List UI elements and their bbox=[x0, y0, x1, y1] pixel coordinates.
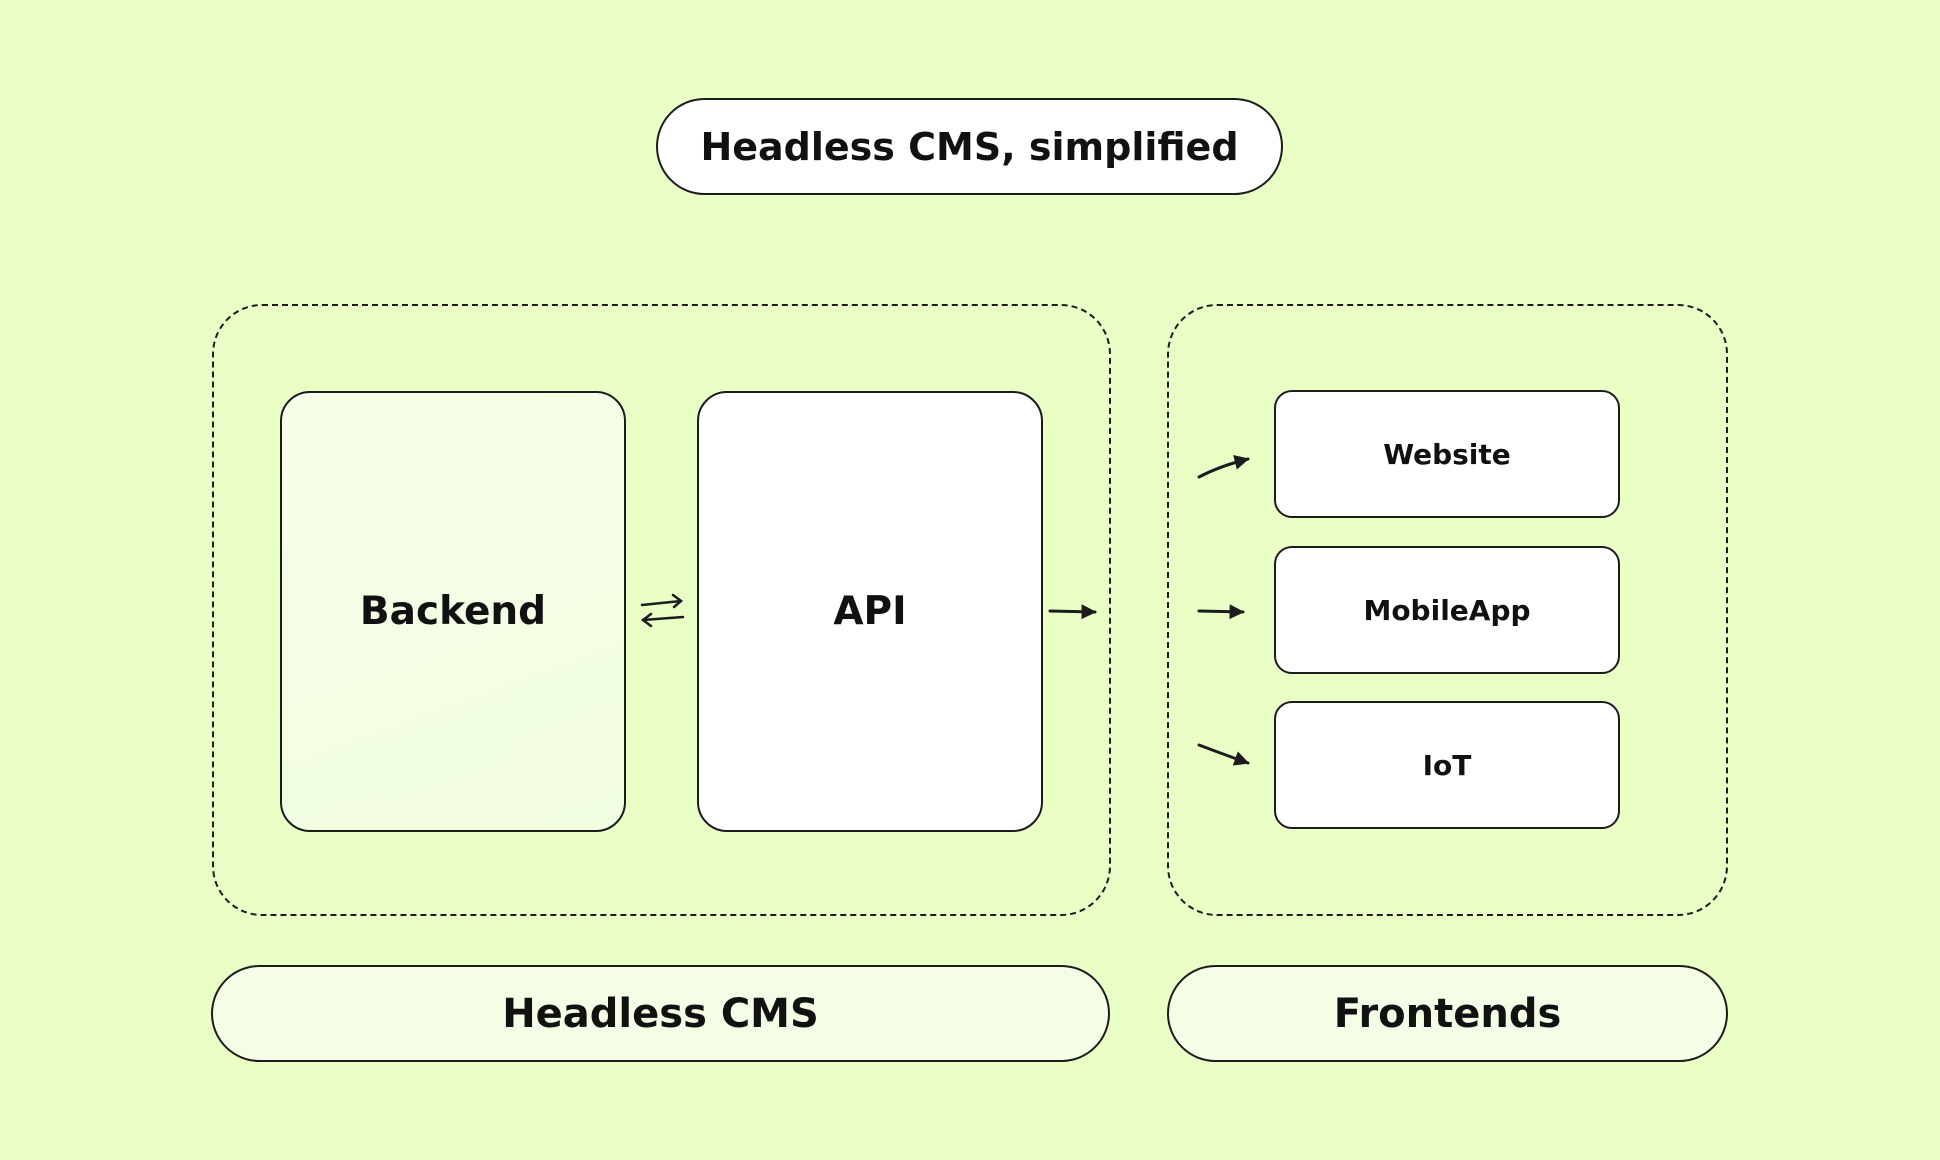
backend-box: Backend bbox=[280, 391, 626, 832]
frontend-label: MobileApp bbox=[1363, 593, 1531, 627]
diagram-title: Headless CMS, simplified bbox=[656, 98, 1283, 195]
frontend-box-iot: IoT bbox=[1274, 701, 1620, 829]
frontend-label: Website bbox=[1383, 437, 1511, 471]
frontend-label: IoT bbox=[1422, 748, 1472, 782]
frontend-box-website: Website bbox=[1274, 390, 1620, 518]
frontend-box-mobileapp: MobileApp bbox=[1274, 546, 1620, 674]
frontends-label: Frontends bbox=[1167, 965, 1728, 1062]
api-box: API bbox=[697, 391, 1043, 832]
backend-label: Backend bbox=[359, 589, 547, 634]
api-label: API bbox=[833, 589, 907, 634]
frontends-group bbox=[1167, 304, 1728, 916]
headless-cms-group bbox=[212, 304, 1111, 916]
headless-cms-label: Headless CMS bbox=[211, 965, 1110, 1062]
